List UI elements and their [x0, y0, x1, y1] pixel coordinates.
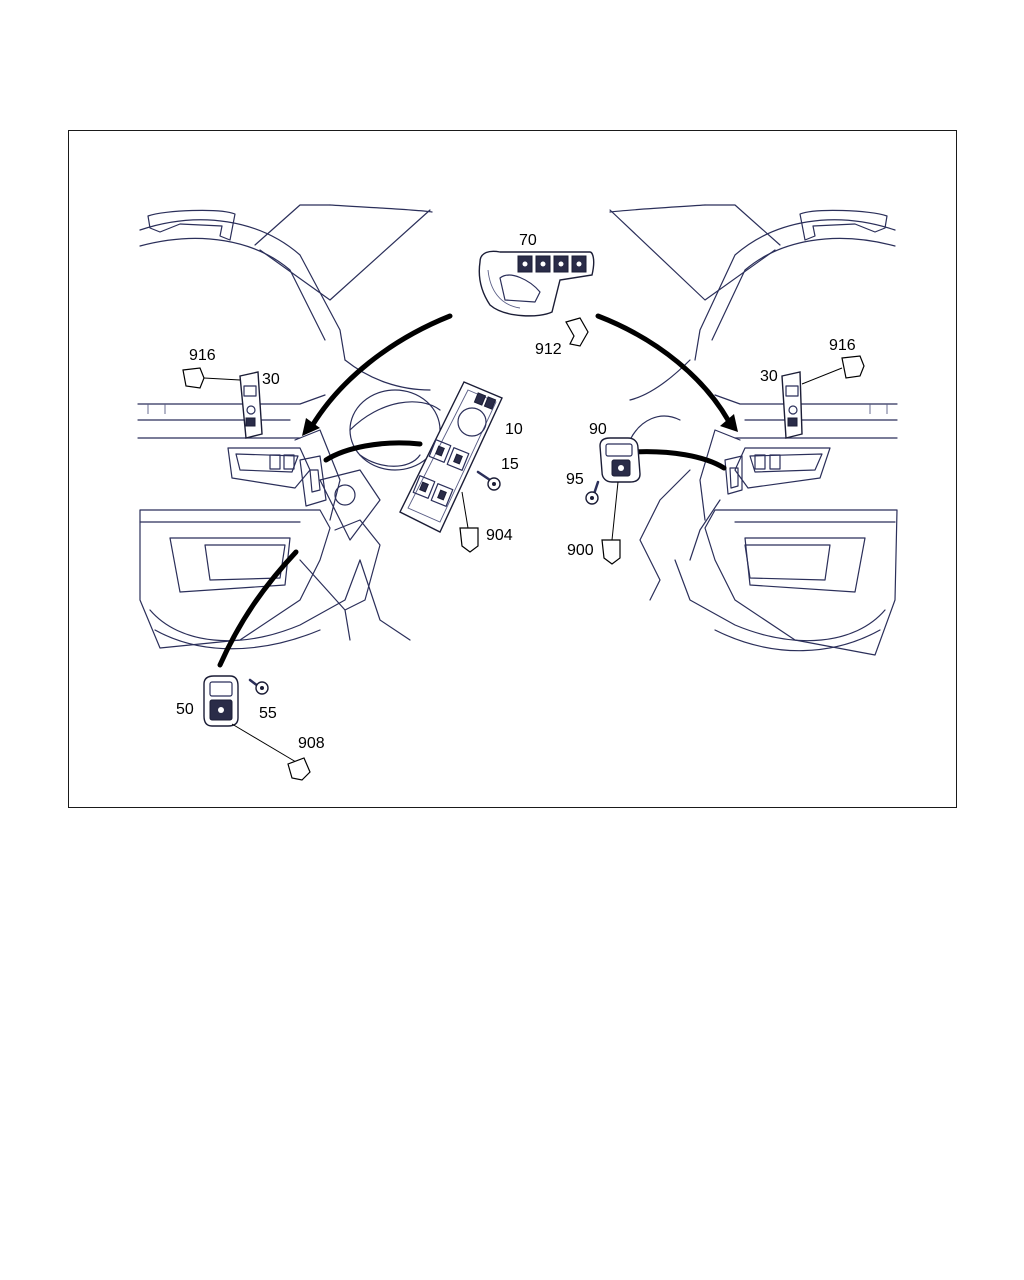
left-interior-illustration [137, 204, 441, 650]
label-900: 900 [567, 542, 594, 559]
connector-900 [601, 539, 621, 565]
label-15: 15 [501, 456, 519, 473]
label-70: 70 [519, 232, 537, 249]
label-30-right: 30 [760, 368, 778, 385]
part-30-right-switch-strip [781, 371, 803, 439]
connector-904 [459, 491, 479, 553]
part-50-rear-switch [203, 675, 297, 763]
arrow-50 [217, 549, 299, 668]
label-95: 95 [566, 471, 584, 488]
label-912: 912 [535, 341, 562, 358]
diagram-frame [68, 130, 957, 808]
label-908: 908 [298, 735, 325, 752]
pointer-arrows [217, 313, 738, 668]
arrowhead-70-left [302, 418, 320, 436]
label-55: 55 [259, 705, 277, 722]
connector-908 [287, 757, 311, 781]
part-90-passenger-switch [599, 437, 641, 541]
arrow-70-right [595, 313, 731, 423]
part-70-seat-switch [478, 250, 595, 317]
label-90: 90 [589, 421, 607, 438]
label-904: 904 [486, 527, 513, 544]
part-15-screw [476, 470, 501, 491]
callout-labels: 70 912 916 30 10 15 904 90 95 900 916 30… [176, 232, 856, 752]
label-916-right: 916 [829, 337, 856, 354]
connector-916-left [182, 367, 241, 389]
part-10-window-switch-panel [399, 381, 503, 533]
connector-912 [565, 317, 589, 347]
arrow-70-left [309, 313, 453, 429]
label-10: 10 [505, 421, 523, 438]
label-50: 50 [176, 701, 194, 718]
label-30-left: 30 [262, 371, 280, 388]
connector-916-right [801, 355, 865, 385]
arrow-10 [323, 440, 423, 463]
right-interior-illustration [609, 204, 898, 656]
part-95-screw [585, 480, 600, 505]
part-55-screw [248, 678, 269, 695]
part-30-left-switch-strip [239, 371, 263, 439]
label-916-left: 916 [189, 347, 216, 364]
arrow-90 [629, 449, 727, 471]
arrowhead-70-right [720, 414, 738, 432]
